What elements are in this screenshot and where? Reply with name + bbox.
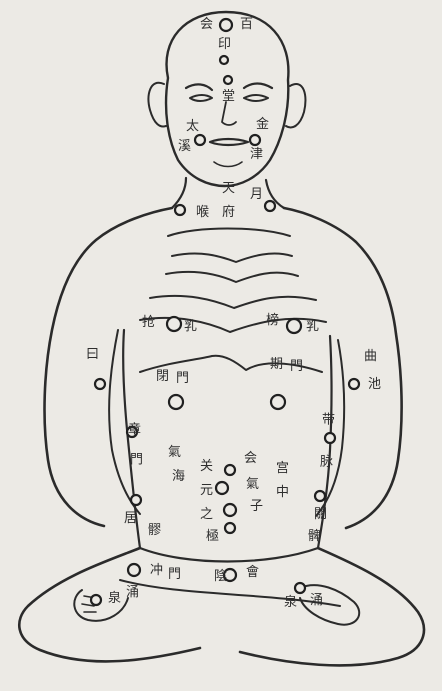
point-abd-1	[225, 465, 235, 475]
right-eye	[244, 95, 268, 101]
label-hip-left: 居	[124, 512, 137, 525]
label-abd-a: 氣	[168, 446, 181, 459]
point-foot-right	[295, 583, 305, 593]
left-eye	[190, 95, 212, 101]
label-forehead: 印	[218, 38, 231, 51]
label-neck-a: 天	[222, 182, 235, 195]
point-foot-left	[91, 595, 101, 605]
neck-left	[172, 178, 186, 208]
label-abd-e: 会	[244, 452, 257, 465]
label-abd-j: 極	[206, 530, 219, 543]
point-side-right	[325, 433, 335, 443]
right-leg	[240, 548, 424, 665]
rib-line-3	[150, 296, 316, 308]
label-hip-left2: 髎	[148, 524, 161, 537]
left-ear	[149, 83, 166, 127]
label-nose-tip: 堂	[222, 90, 235, 103]
point-rib-left	[169, 395, 183, 409]
point-abd-4	[225, 523, 235, 533]
label-abd-k: 中	[276, 486, 289, 499]
label-neck-b: 月	[250, 188, 263, 201]
label-foot-right2: 涌	[310, 594, 323, 607]
label-abd-b: 海	[172, 470, 185, 483]
label-side-right: 带	[320, 412, 333, 425]
rib-line-2	[166, 272, 298, 282]
lap-line	[140, 548, 318, 562]
label-side-left2: 門	[128, 452, 141, 465]
label-abd-i: 之	[200, 508, 213, 521]
label-shoulder-left: 曰	[86, 348, 99, 361]
label-rib-right2: 門	[290, 360, 303, 373]
label-abd-d: 元	[200, 484, 213, 497]
point-hip-left	[131, 495, 141, 505]
chin	[214, 162, 242, 167]
rib-line-1	[172, 254, 292, 262]
point-mouth-right	[250, 135, 260, 145]
label-side-right2: 脉	[318, 454, 331, 467]
point-abd-3	[224, 504, 236, 516]
point-chest-left	[167, 317, 181, 331]
point-nose	[224, 76, 232, 84]
left-shoulder-arm	[45, 208, 172, 526]
point-yintang	[220, 56, 228, 64]
label-rib-right: 期	[270, 358, 283, 371]
right-brow	[244, 84, 272, 89]
label-abd-f: 氣	[246, 478, 259, 491]
point-neck-right	[265, 201, 275, 211]
label-hip-right2: 關	[314, 508, 327, 521]
label-abd-g: 子	[250, 500, 263, 513]
label-chest-left2: 乳	[184, 320, 197, 333]
label-chest-right2: 乳	[306, 320, 319, 333]
label-abd-c: 关	[200, 460, 213, 473]
label-crown-left: 会	[200, 18, 213, 31]
label-crown-right: 百	[240, 18, 253, 31]
left-brow	[186, 84, 212, 90]
label-foot-right: 泉	[284, 596, 297, 609]
label-shoulder-right: 曲	[364, 350, 377, 363]
label-groin-d: 陰	[214, 570, 227, 583]
label-rib-left: 閉	[156, 370, 169, 383]
nose	[222, 102, 236, 125]
label-foot-left: 泉	[108, 592, 121, 605]
label-foot-left2: 涌	[126, 586, 139, 599]
point-shoulder-right	[349, 379, 359, 389]
point-hip-right	[315, 491, 325, 501]
label-mouth-right2: 津	[250, 148, 263, 161]
point-mouth-left	[195, 135, 205, 145]
label-neck-d: 府	[222, 206, 235, 219]
point-chest-right	[287, 319, 301, 333]
label-mouth-left2: 溪	[178, 140, 191, 153]
label-chest-left: 抢	[142, 316, 155, 329]
clavicle-line	[168, 229, 290, 237]
label-groin-a: 冲	[150, 564, 163, 577]
point-shoulder-left	[95, 379, 105, 389]
label-hip-right: 髀	[308, 530, 321, 543]
point-groin-left	[128, 564, 140, 576]
label-shoulder-right2: 池	[368, 378, 381, 391]
label-side-left: 章	[126, 422, 139, 435]
label-rib-left2: 門	[176, 372, 189, 385]
point-abd-2	[216, 482, 228, 494]
label-groin-b: 門	[168, 568, 181, 581]
point-tiantu	[175, 205, 185, 215]
mouth	[210, 139, 248, 145]
label-mouth-right: 金	[256, 118, 269, 131]
label-groin-c: 會	[246, 566, 259, 579]
point-baihui	[220, 19, 232, 31]
label-neck-c: 喉	[196, 206, 209, 219]
label-abd-h: 宫	[276, 462, 289, 475]
label-mouth-left: 太	[186, 120, 199, 133]
point-rib-right	[271, 395, 285, 409]
label-chest-right: 榜	[266, 314, 279, 327]
crossed-shin	[120, 580, 340, 606]
